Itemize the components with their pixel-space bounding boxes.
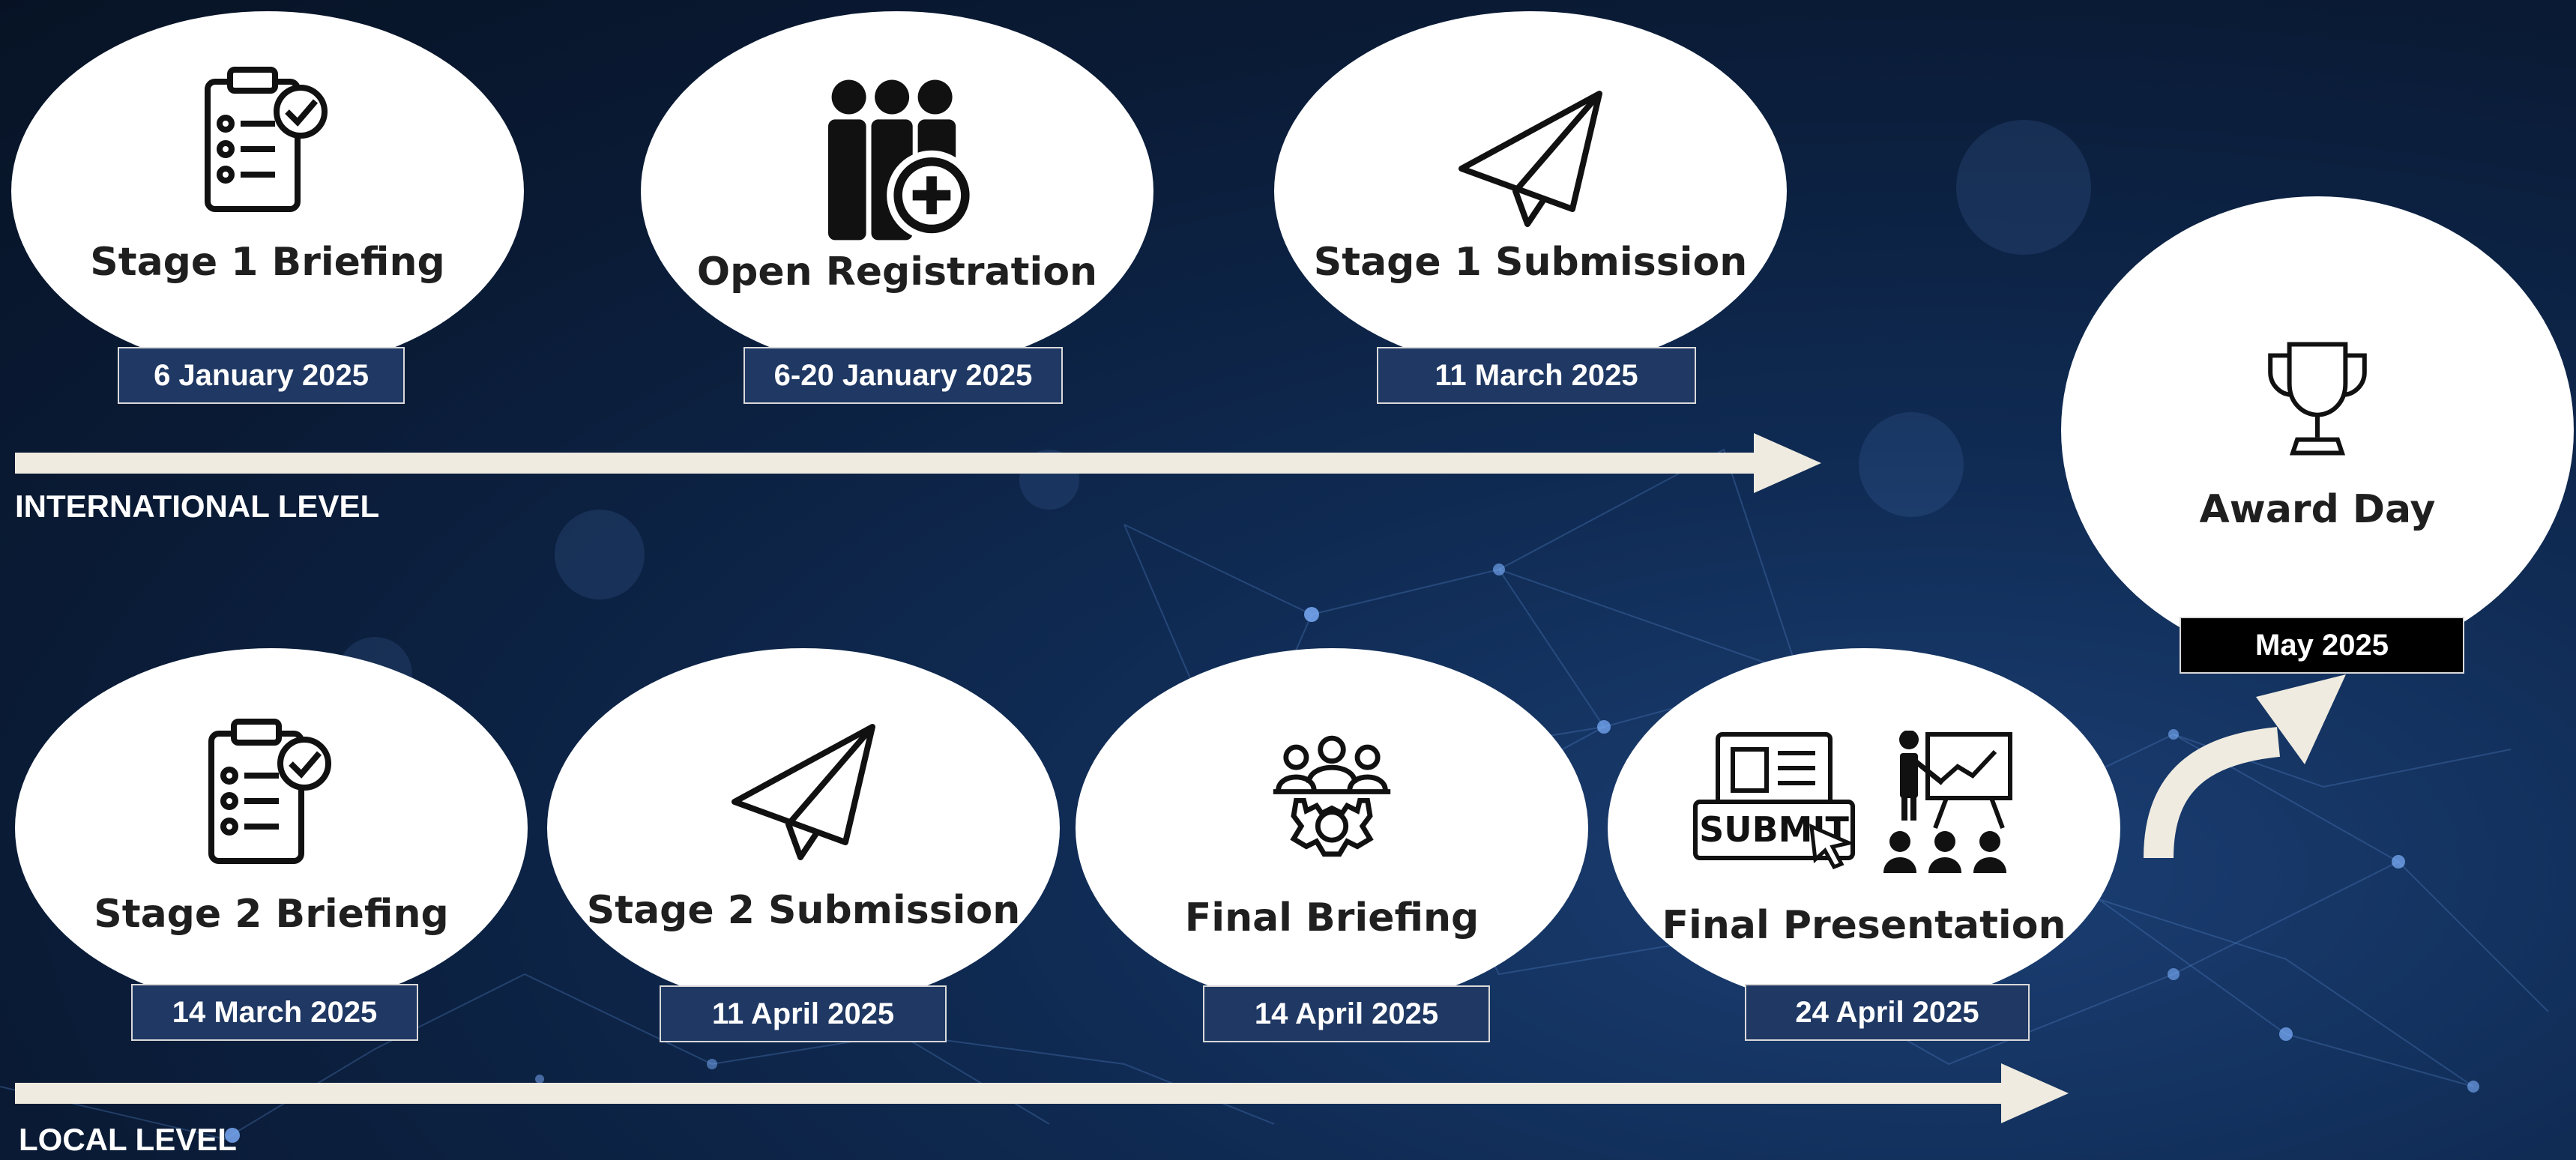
stage-ellipse-final-briefing: Final Briefing: [1076, 648, 1588, 1008]
stage-date-badge: 6-20 January 2025: [743, 347, 1063, 404]
curved-arrow-to-award: [2144, 674, 2346, 859]
stage-ellipse-open-registration: Open Registration: [641, 11, 1153, 371]
stage-date-badge: 6 January 2025: [118, 347, 405, 404]
stage-title: Final Presentation: [1662, 903, 2066, 948]
award-ellipse: Award Day: [2061, 196, 2574, 664]
stage-ellipse-stage1-briefing: Stage 1 Briefing: [11, 11, 524, 371]
level-label-local: LOCAL LEVEL: [19, 1122, 237, 1157]
clipboard-check-icon: [196, 716, 346, 880]
stage-title: Open Registration: [696, 250, 1098, 294]
paper-plane-icon: [729, 719, 878, 862]
level-label-international: INTERNATIONAL LEVEL: [15, 489, 380, 524]
trophy-icon: [2261, 339, 2374, 459]
group-add-icon: [811, 71, 983, 244]
stage-ellipse-stage2-briefing: Stage 2 Briefing: [15, 648, 528, 1008]
team-gear-icon: [1268, 734, 1396, 862]
paper-plane-icon: [1456, 86, 1605, 229]
stage-title: Stage 2 Briefing: [94, 892, 449, 937]
award-date-badge: May 2025: [2180, 617, 2464, 674]
stage-ellipse-stage2-submission: Stage 2 Submission: [547, 648, 1060, 1008]
stage-date-badge: 11 March 2025: [1377, 347, 1696, 404]
stage-title: Stage 1 Submission: [1313, 240, 1748, 285]
stage-title: Final Briefing: [1184, 895, 1479, 940]
international-timeline-arrow: [15, 433, 1821, 493]
stage-title: Stage 1 Briefing: [90, 240, 445, 285]
stage-title: Stage 2 Submission: [586, 888, 1021, 933]
stage-date-badge: 14 March 2025: [131, 984, 418, 1041]
stage-ellipse-stage1-submission: Stage 1 Submission: [1274, 11, 1787, 371]
local-timeline-arrow: [15, 1063, 2069, 1123]
stage-date-badge: 11 April 2025: [660, 985, 947, 1042]
award-title: Award Day: [2199, 487, 2436, 532]
clipboard-check-icon: [193, 64, 343, 229]
submit-presentation-icon: SUBMIT: [1692, 731, 2036, 873]
stage-date-badge: 14 April 2025: [1203, 985, 1490, 1042]
stage-ellipse-final-presentation: SUBMIT Final Prese: [1608, 648, 2120, 1008]
stage-date-badge: 24 April 2025: [1745, 984, 2030, 1041]
